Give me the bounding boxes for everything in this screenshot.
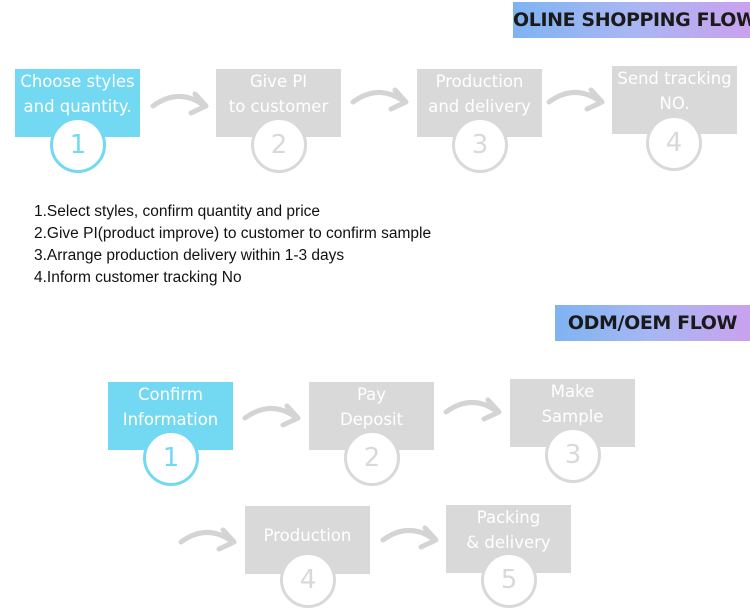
online-note-2: 2.Give PI(product improve) to customer t… [34, 225, 432, 242]
odm-step-2-number: 2 [344, 430, 400, 486]
online-step-3-label-line-2: and delivery [428, 97, 531, 116]
online-step-1-box: Choose styles and quantity. [15, 69, 140, 137]
online-note-4: 4.Inform customer tracking No [34, 269, 242, 286]
online-flow-notes: 1.Select styles, confirm quantity and pr… [34, 201, 431, 289]
curved-arrow-icon [380, 525, 439, 550]
odm-step-3-label-line-2: Sample [541, 407, 604, 426]
online-flow-title: OLINE SHOPPING FLOW [513, 2, 750, 38]
odm-step-3-number: 3 [545, 427, 601, 483]
odm-step-4-label-line-1: Production [263, 526, 352, 545]
odm-step-2-label-line-1: Pay [356, 385, 387, 404]
online-step-4-box: Send tracking NO. [612, 66, 737, 134]
curved-arrow-icon [150, 91, 209, 116]
online-step-4-number: 4 [646, 115, 702, 171]
online-step-1-label-line-2: and quantity. [23, 97, 132, 116]
online-step-3-box: Production and delivery [417, 69, 542, 137]
curved-arrow-icon [178, 527, 237, 552]
online-step-2-label-line-1: Give PI [249, 72, 308, 91]
odm-step-1-label-line-1: Confirm [137, 385, 204, 404]
online-step-2-label-line-2: to customer [228, 97, 329, 116]
curved-arrow-icon [350, 87, 409, 112]
odm-step-3-label-line-1: Make [550, 382, 595, 401]
odm-step-1-number: 1 [143, 430, 199, 486]
online-step-4-label-line-2: NO. [659, 94, 690, 113]
odm-step-5-box: Packing & delivery [446, 505, 571, 573]
online-step-4-label-line-1: Send tracking [617, 69, 732, 88]
odm-step-2-label-line-2: Deposit [339, 410, 404, 429]
curved-arrow-icon [242, 403, 301, 428]
curved-arrow-icon [443, 397, 502, 422]
online-step-2-number: 2 [251, 117, 307, 173]
online-step-1-label-line-1: Choose styles [20, 72, 135, 91]
odm-step-5-number: 5 [481, 552, 537, 608]
odm-step-1-label-line-2: Information [122, 410, 219, 429]
odm-step-5-label-line-1: Packing [476, 508, 541, 527]
odm-step-4-number: 4 [280, 552, 336, 608]
curved-arrow-icon [546, 87, 605, 112]
online-step-2-box: Give PI to customer [216, 69, 341, 137]
online-note-1: 1.Select styles, confirm quantity and pr… [34, 203, 321, 220]
online-step-1-number: 1 [50, 117, 106, 173]
odm-step-5-label-line-2: & delivery [466, 533, 551, 552]
online-note-3: 3.Arrange production delivery within 1-3… [34, 247, 345, 264]
online-step-3-number: 3 [452, 117, 508, 173]
odm-flow-title: ODM/OEM FLOW [555, 305, 750, 341]
online-step-3-label-line-1: Production [435, 72, 524, 91]
